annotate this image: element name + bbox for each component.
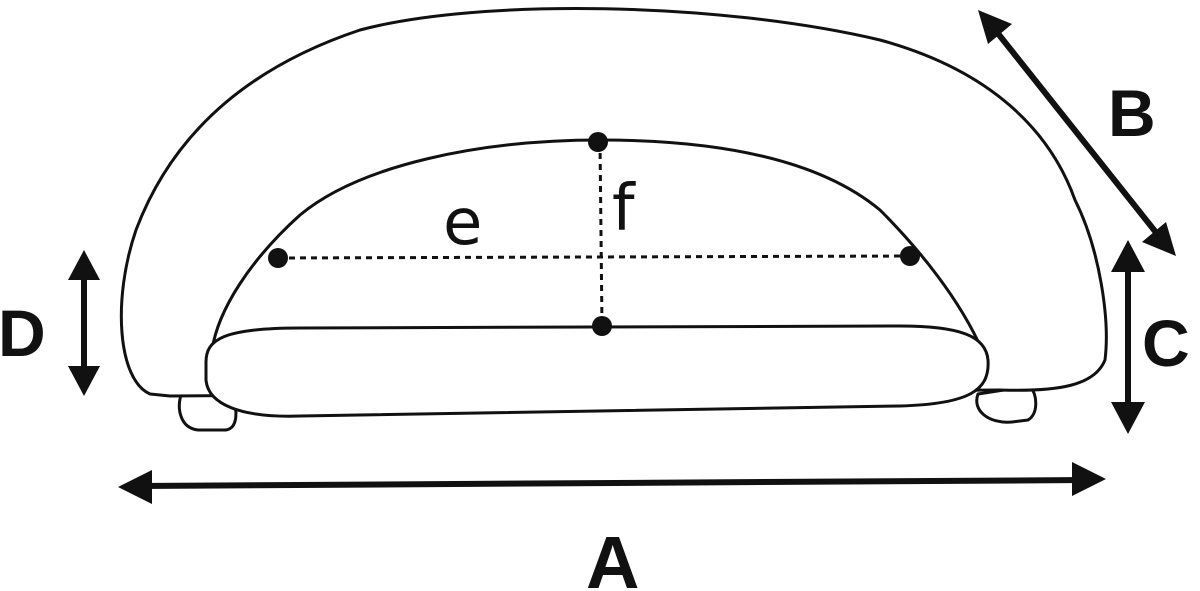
e-left-point <box>268 248 288 268</box>
dimension-c-top-arrowhead <box>1111 240 1145 272</box>
inner-measurements: e f <box>268 132 920 336</box>
dimension-b-line <box>989 24 1165 242</box>
label-c: C <box>1142 306 1190 380</box>
dimension-a: A <box>118 462 1106 591</box>
dimension-d-top-arrowhead <box>68 250 100 280</box>
dimension-b-top-arrowhead <box>978 10 1012 44</box>
dimension-b-bottom-arrowhead <box>1142 222 1176 256</box>
dimension-c-bottom-arrowhead <box>1111 402 1145 434</box>
label-b: B <box>1108 76 1156 150</box>
dimension-a-left-arrowhead <box>118 470 152 504</box>
f-top-point <box>588 132 608 152</box>
cushion <box>204 324 990 418</box>
dimension-a-line <box>139 477 1087 489</box>
dimension-b: B <box>978 10 1176 256</box>
depth-f-dashed-line <box>598 141 604 327</box>
label-a: A <box>586 521 639 591</box>
f-bottom-point <box>592 316 612 336</box>
dimension-a-right-arrowhead <box>1072 462 1106 496</box>
label-f: f <box>612 172 636 246</box>
right-foot <box>975 384 1038 424</box>
label-d: D <box>0 296 46 370</box>
dimension-c: C <box>1111 240 1190 434</box>
dimension-d: D <box>0 250 100 396</box>
bed-illustration <box>119 7 1108 432</box>
e-right-point <box>900 246 920 266</box>
label-e: e <box>443 186 482 260</box>
dimension-d-bottom-arrowhead <box>68 366 100 396</box>
